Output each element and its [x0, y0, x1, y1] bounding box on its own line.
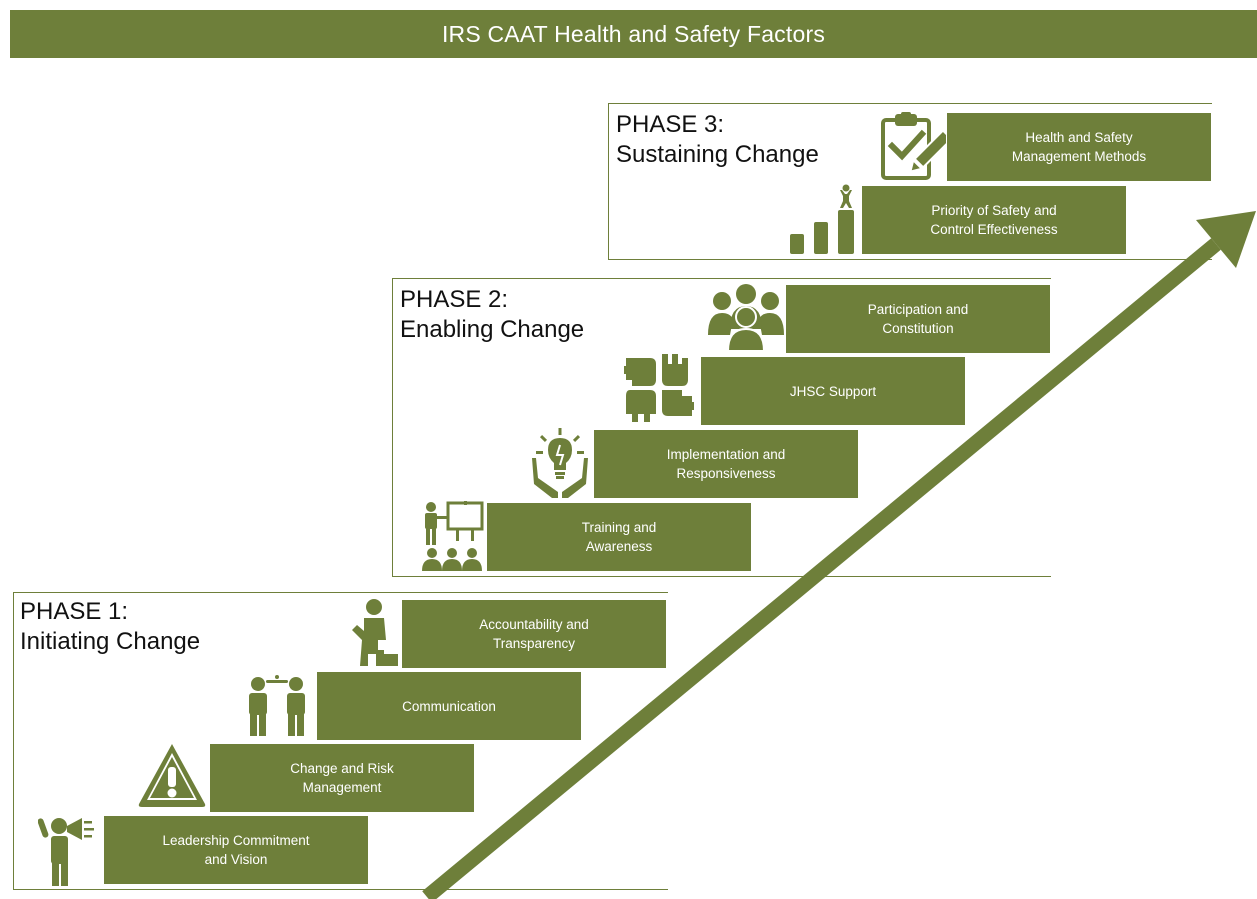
phase-1-frame — [13, 592, 668, 890]
phase-2-frame — [392, 278, 1051, 577]
phase-3-title: PHASE 3: Sustaining Change — [616, 110, 819, 170]
phase-2-title: PHASE 2: Enabling Change — [400, 285, 584, 345]
step-participation: Participation and Constitution — [786, 285, 1050, 353]
phase-2-label: PHASE 2: — [400, 286, 509, 313]
step-leadership-commitment: Leadership Commitment and Vision — [104, 816, 368, 884]
title-banner: IRS CAAT Health and Safety Factors — [10, 10, 1257, 58]
phase-1-title: PHASE 1: Initiating Change — [20, 597, 200, 657]
step-priority-of-safety: Priority of Safety and Control Effective… — [862, 186, 1126, 254]
person-on-step-icon — [352, 599, 398, 666]
step-change-and-risk: Change and Risk Management — [210, 744, 474, 812]
step-training-awareness: Training and Awareness — [487, 503, 751, 571]
bar-growth-person-icon — [790, 184, 854, 254]
step-communication: Communication — [317, 672, 581, 740]
lightbulb-hands-icon — [532, 428, 588, 498]
warning-triangle-icon — [138, 744, 206, 807]
phase-3-label: PHASE 3: — [616, 111, 725, 138]
four-hands-icon — [624, 354, 694, 422]
step-implementation: Implementation and Responsiveness — [594, 430, 858, 498]
clipboard-check-icon — [881, 112, 946, 180]
megaphone-person-icon — [38, 818, 94, 886]
page-title: IRS CAAT Health and Safety Factors — [441, 20, 826, 47]
step-jhsc-support: JHSC Support — [701, 357, 965, 425]
step-accountability: Accountability and Transparency — [402, 600, 666, 668]
phase-3-frame — [608, 103, 1212, 260]
presentation-icon — [422, 501, 484, 571]
group-icon — [708, 284, 784, 351]
step-hs-management-methods: Health and Safety Management Methods — [947, 113, 1211, 181]
phase-1-name: Initiating Change — [20, 628, 201, 655]
people-talking-icon — [249, 675, 305, 736]
phase-1-label: PHASE 1: — [20, 598, 129, 625]
phase-3-name: Sustaining Change — [616, 141, 819, 168]
phase-2-name: Enabling Change — [400, 316, 585, 343]
